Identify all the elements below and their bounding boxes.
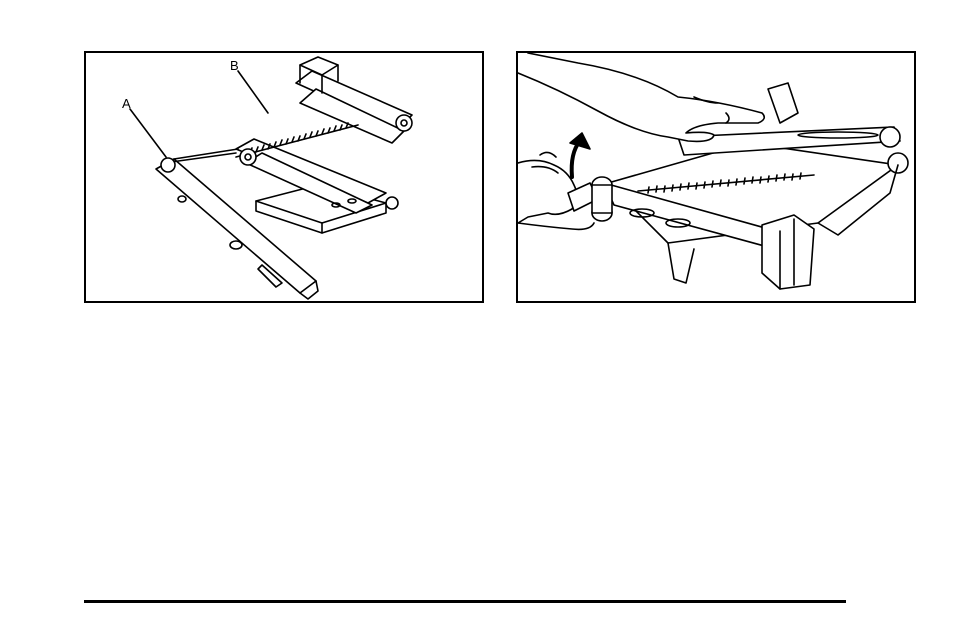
- callout-leader-b: [238, 71, 268, 113]
- jack-saddle: [300, 57, 338, 75]
- lower-hand: [518, 160, 577, 223]
- scissor-jack-drawing: [86, 53, 482, 301]
- footer-rule: [84, 600, 846, 603]
- callout-label-a: A: [122, 97, 131, 110]
- ratchet-wrench: [568, 177, 612, 221]
- upper-hand: [518, 53, 764, 141]
- jack-illustration-figure: A B: [84, 51, 484, 303]
- jack-saddle: [762, 215, 814, 289]
- callout-leader-a: [130, 109, 166, 157]
- jack-turning-figure: [516, 51, 916, 303]
- callout-label-b: B: [230, 59, 239, 72]
- jack-turning-drawing: [518, 53, 914, 301]
